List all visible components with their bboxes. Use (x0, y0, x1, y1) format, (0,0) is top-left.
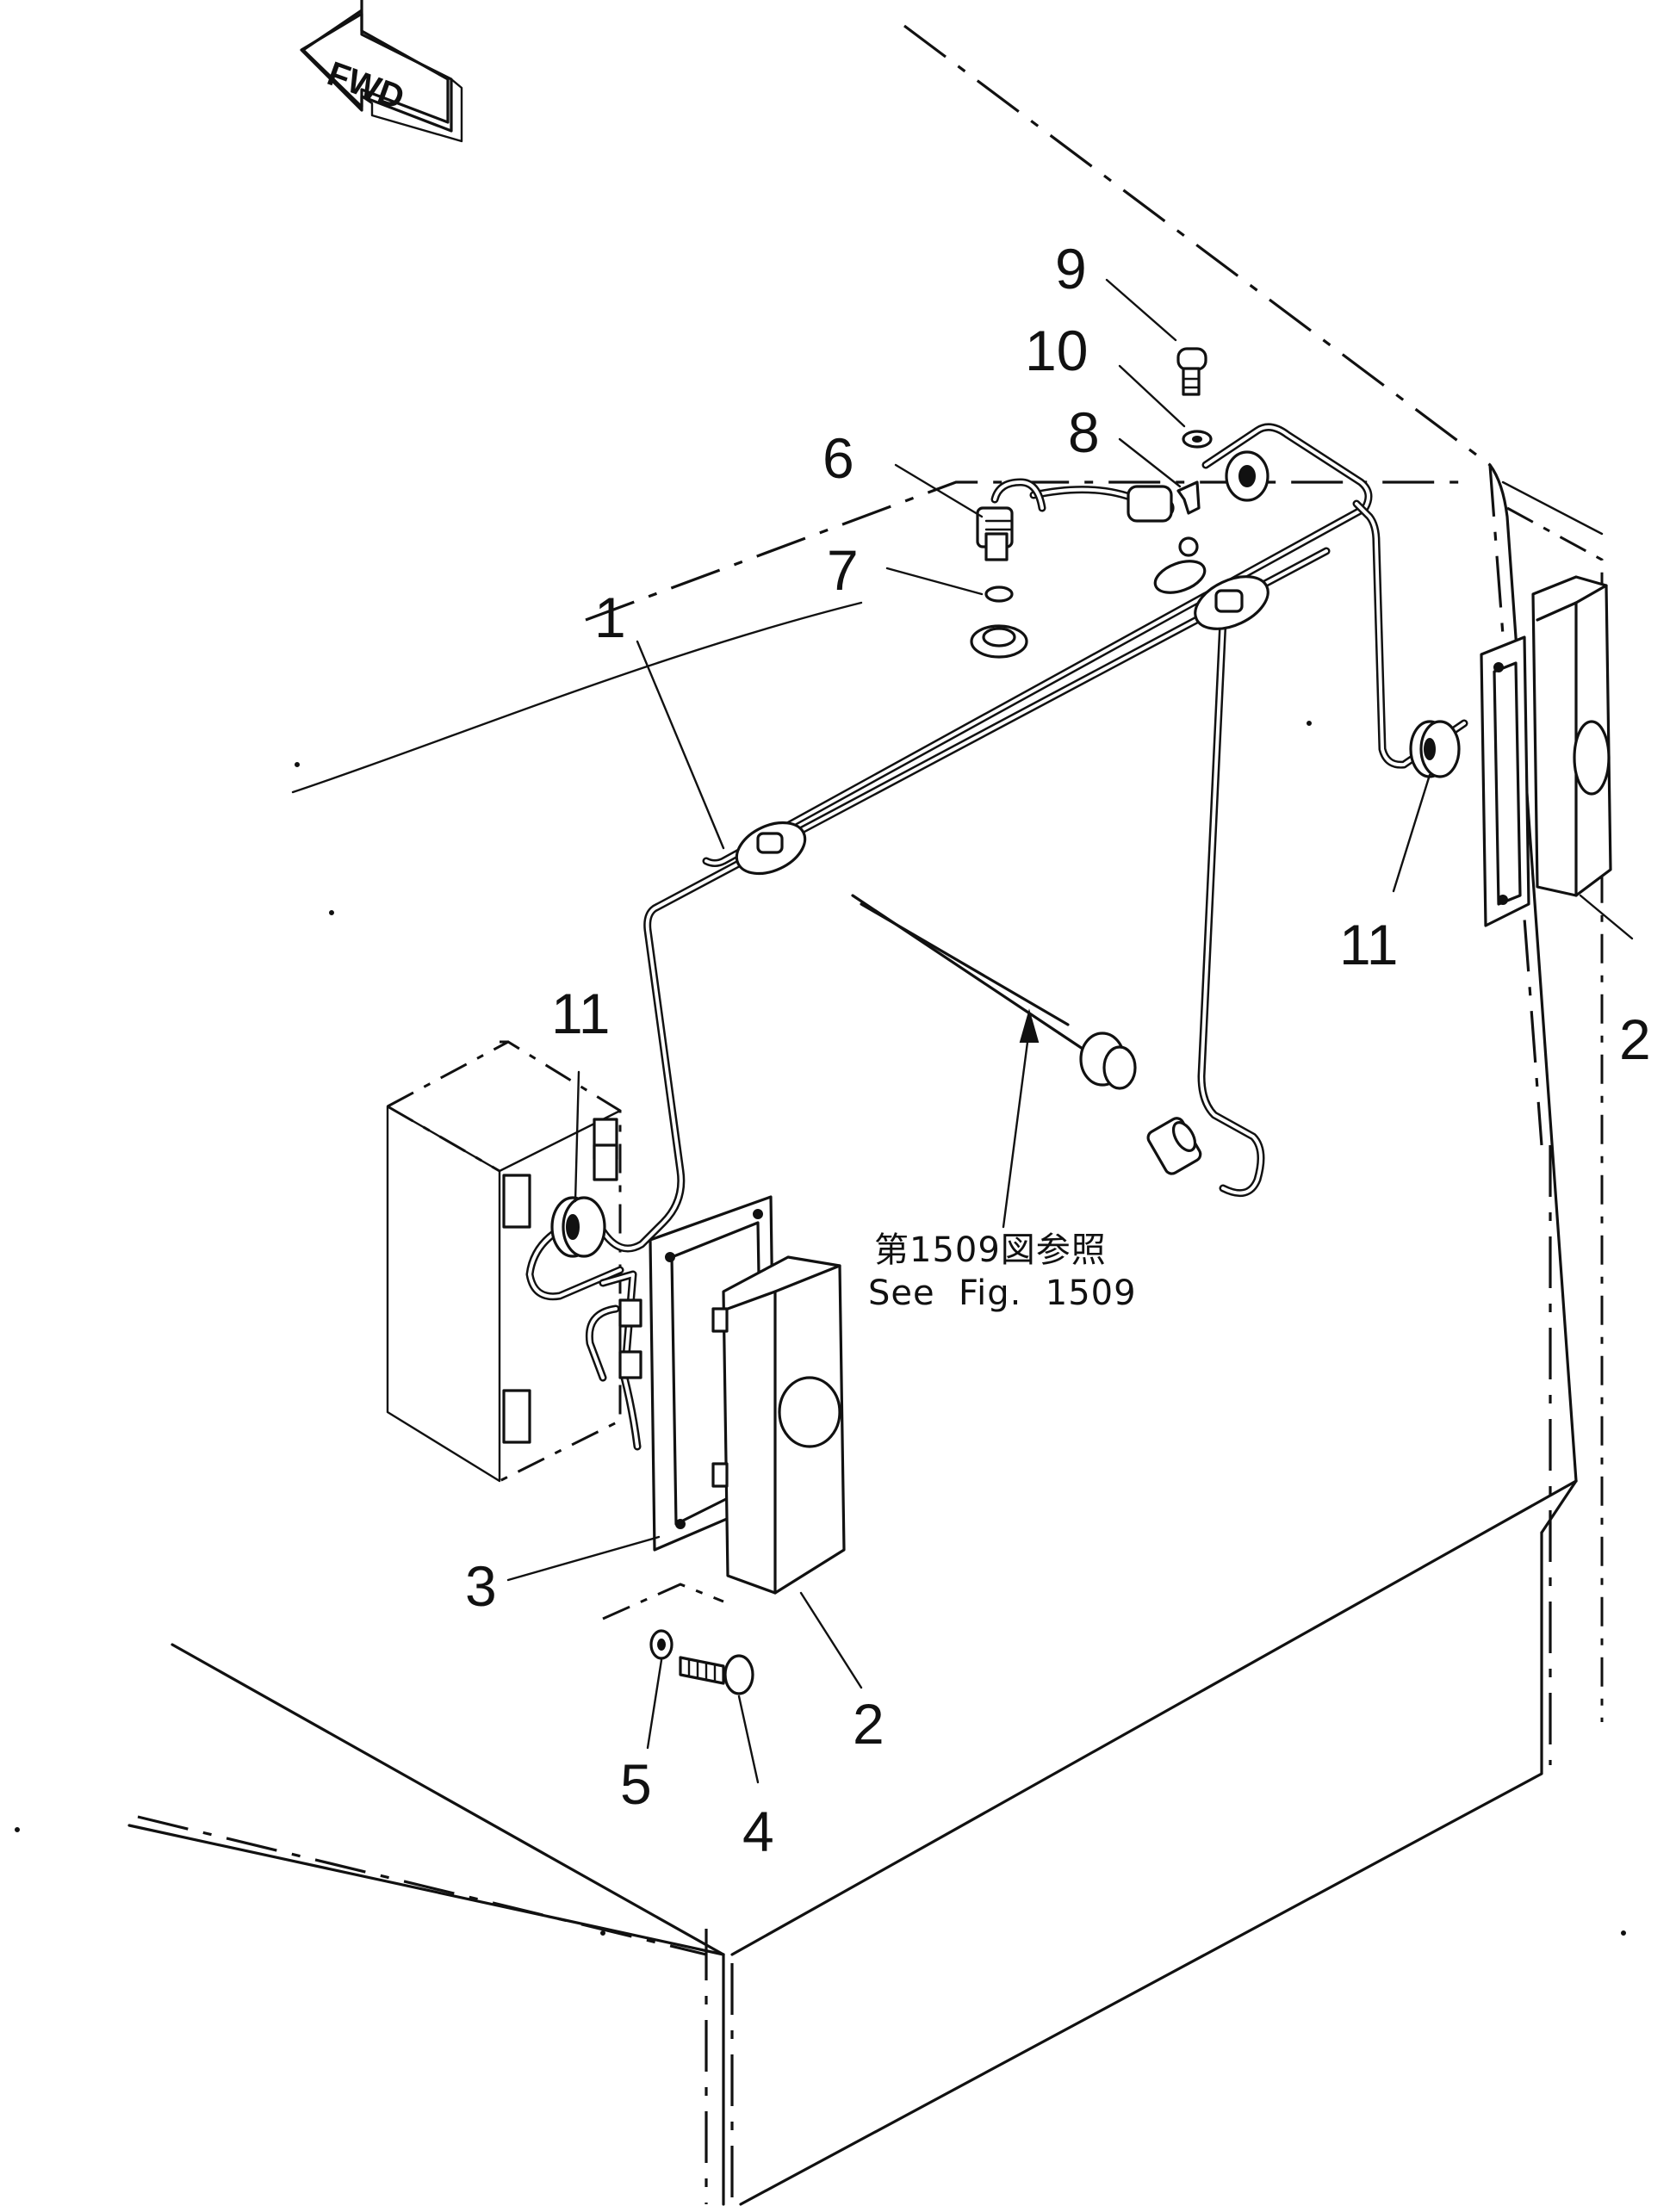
gasket-right (1480, 635, 1530, 927)
callout-9: 9 (1055, 237, 1087, 301)
mount-washer (649, 1629, 674, 1660)
wiring-harness (525, 423, 1468, 1451)
reference-note: 第1509図参照 See Fig. 1509 (868, 1230, 1137, 1313)
callout-2-right: 2 (1619, 1007, 1651, 1071)
reference-note-japanese: 第1509図参照 (874, 1230, 1107, 1270)
callout-8: 8 (1068, 400, 1100, 464)
callout-1: 1 (594, 586, 626, 649)
reference-note-english: See Fig. 1509 (868, 1273, 1137, 1313)
control-box (386, 1040, 622, 1483)
washer-small (1182, 430, 1213, 449)
lamp-left (711, 1255, 846, 1595)
fwd-direction-arrow: FWD (300, 0, 463, 143)
callout-11-left: 11 (551, 982, 611, 1045)
clip-part (1176, 480, 1201, 557)
switch-plug (976, 450, 1269, 561)
bolt-small (1176, 347, 1207, 396)
callout-6: 6 (822, 426, 854, 490)
leader-lines (506, 278, 1634, 1784)
callout-4: 4 (742, 1800, 774, 1863)
fastener-guide-line (602, 1583, 724, 1620)
lamp-right (1531, 575, 1612, 897)
callout-2-left: 2 (853, 1692, 885, 1756)
callout-10: 10 (1025, 319, 1088, 382)
o-ring (970, 586, 1028, 659)
callout-7: 7 (827, 538, 859, 602)
grommet-left (550, 1196, 606, 1258)
mount-screw (679, 1654, 754, 1695)
grommet-right (1409, 720, 1461, 778)
antenna-cable (851, 894, 1137, 1090)
callout-labels: 1 2 2 3 4 5 6 7 8 9 10 11 11 (465, 237, 1651, 1863)
cab-outline (15, 24, 1626, 2206)
callout-5: 5 (620, 1752, 652, 1816)
callout-3: 3 (465, 1554, 497, 1618)
callout-11-right: 11 (1339, 913, 1399, 976)
